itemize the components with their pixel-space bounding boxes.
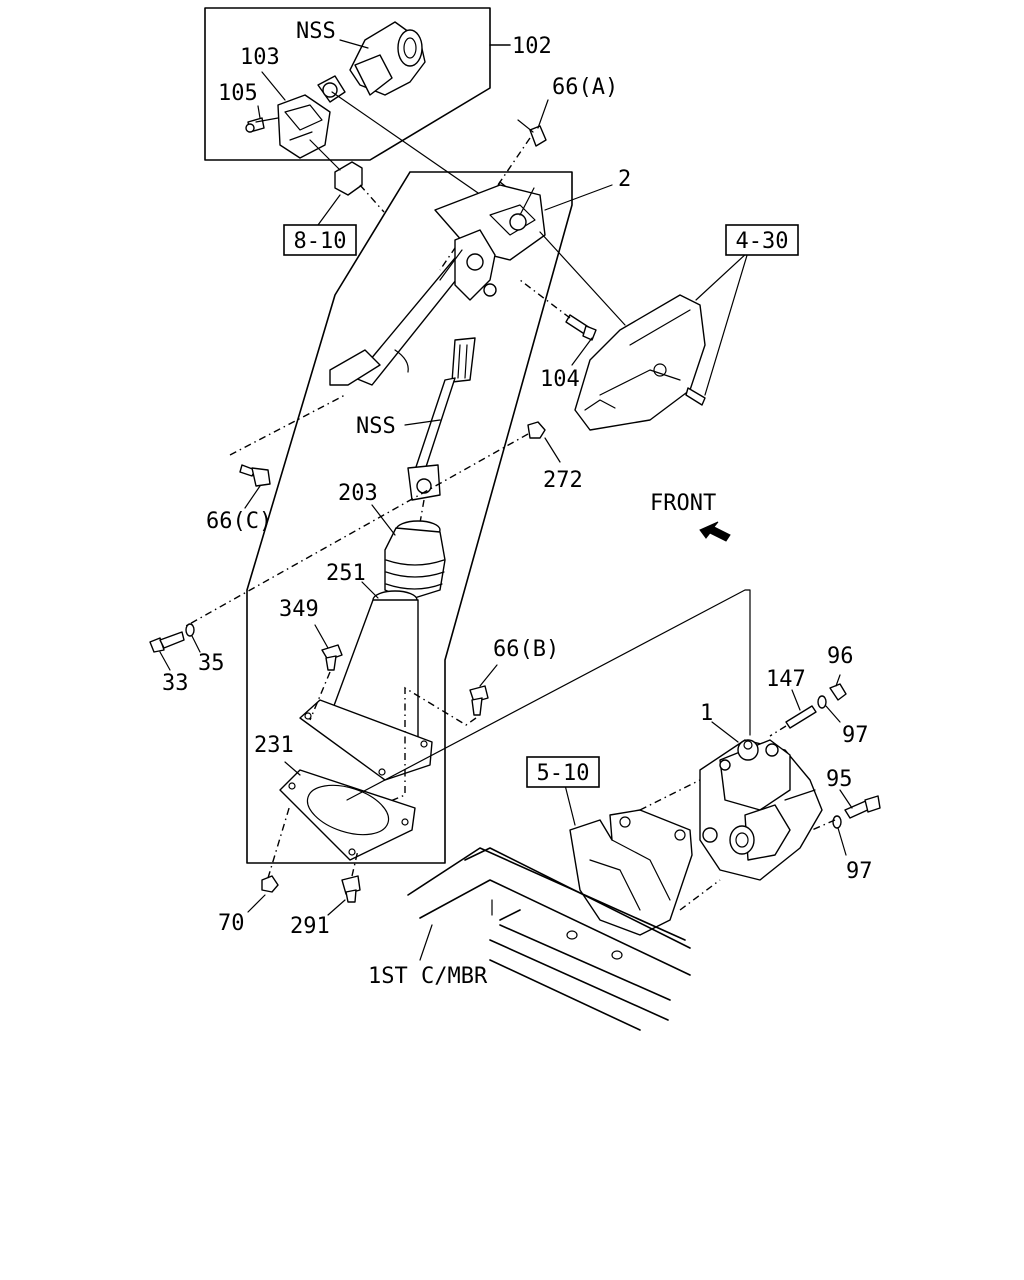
boot-203 — [371, 504, 446, 601]
bolt-66b — [344, 664, 498, 821]
label-crossmember: 1ST C/MBR — [368, 964, 488, 989]
label-291: 291 — [290, 914, 330, 939]
leader-nss-mid — [404, 419, 441, 426]
leader-2 — [544, 184, 613, 211]
nut-96 — [829, 674, 847, 701]
label-35: 35 — [198, 651, 225, 676]
label-102: 102 — [512, 34, 552, 59]
label-203: 203 — [338, 481, 378, 506]
label-103: 103 — [240, 45, 280, 70]
label-105: 105 — [218, 81, 258, 106]
label-95: 95 — [826, 767, 853, 792]
clip-349 — [309, 624, 343, 721]
ignition-switch-assembly — [245, 21, 521, 223]
leaders-102 — [257, 39, 369, 119]
ref-box-8-10[interactable]: 8-10 — [283, 224, 357, 256]
bolt-66c — [229, 394, 346, 509]
steering-gearbox — [699, 721, 823, 881]
boot-251 — [299, 581, 433, 781]
label-251: 251 — [326, 561, 366, 586]
label-66c: 66(C) — [206, 509, 272, 534]
ref-4-30-text: 4-30 — [736, 229, 789, 254]
main-assembly-frame — [246, 171, 573, 864]
label-349: 349 — [279, 597, 319, 622]
label-96: 96 — [827, 644, 854, 669]
front-arrow-icon — [699, 521, 731, 542]
label-nss-top: NSS — [296, 19, 336, 44]
clip-291 — [327, 849, 361, 916]
bolt-33-washer-35 — [149, 623, 201, 671]
label-97-lower: 97 — [846, 859, 873, 884]
subassembly-102-frame — [204, 7, 511, 161]
label-1: 1 — [700, 701, 713, 726]
steering-column — [329, 181, 546, 581]
washer-97-upper — [817, 695, 841, 723]
label-70: 70 — [218, 911, 245, 936]
stud-147 — [769, 689, 817, 737]
label-66a: 66(A) — [552, 75, 618, 100]
label-33: 33 — [162, 671, 189, 696]
bolt-104 — [519, 279, 597, 366]
key-cylinder-part — [309, 139, 385, 226]
washer-97-lower — [811, 815, 847, 856]
gasket-231 — [279, 761, 416, 861]
label-104: 104 — [540, 367, 580, 392]
label-272: 272 — [543, 468, 583, 493]
label-231: 231 — [254, 733, 294, 758]
label-nss-mid: NSS — [356, 414, 396, 439]
frame-bracket — [564, 779, 721, 936]
ref-5-10-text: 5-10 — [537, 761, 590, 786]
label-147: 147 — [766, 667, 806, 692]
ref-box-5-10[interactable]: 5-10 — [526, 756, 600, 788]
bolt-95 — [839, 789, 881, 819]
frame-crossmember — [407, 847, 691, 1031]
label-66b: 66(B) — [493, 637, 559, 662]
column-cover — [539, 231, 749, 431]
ref-8-10-text: 8-10 — [294, 229, 347, 254]
label-2: 2 — [618, 167, 631, 192]
nut-272 — [185, 421, 561, 627]
label-97-upper: 97 — [842, 723, 869, 748]
ref-box-4-30[interactable]: 4-30 — [725, 224, 799, 256]
label-front: FRONT — [650, 491, 716, 516]
input-shaft-leader — [346, 589, 751, 801]
nut-70 — [247, 804, 291, 913]
